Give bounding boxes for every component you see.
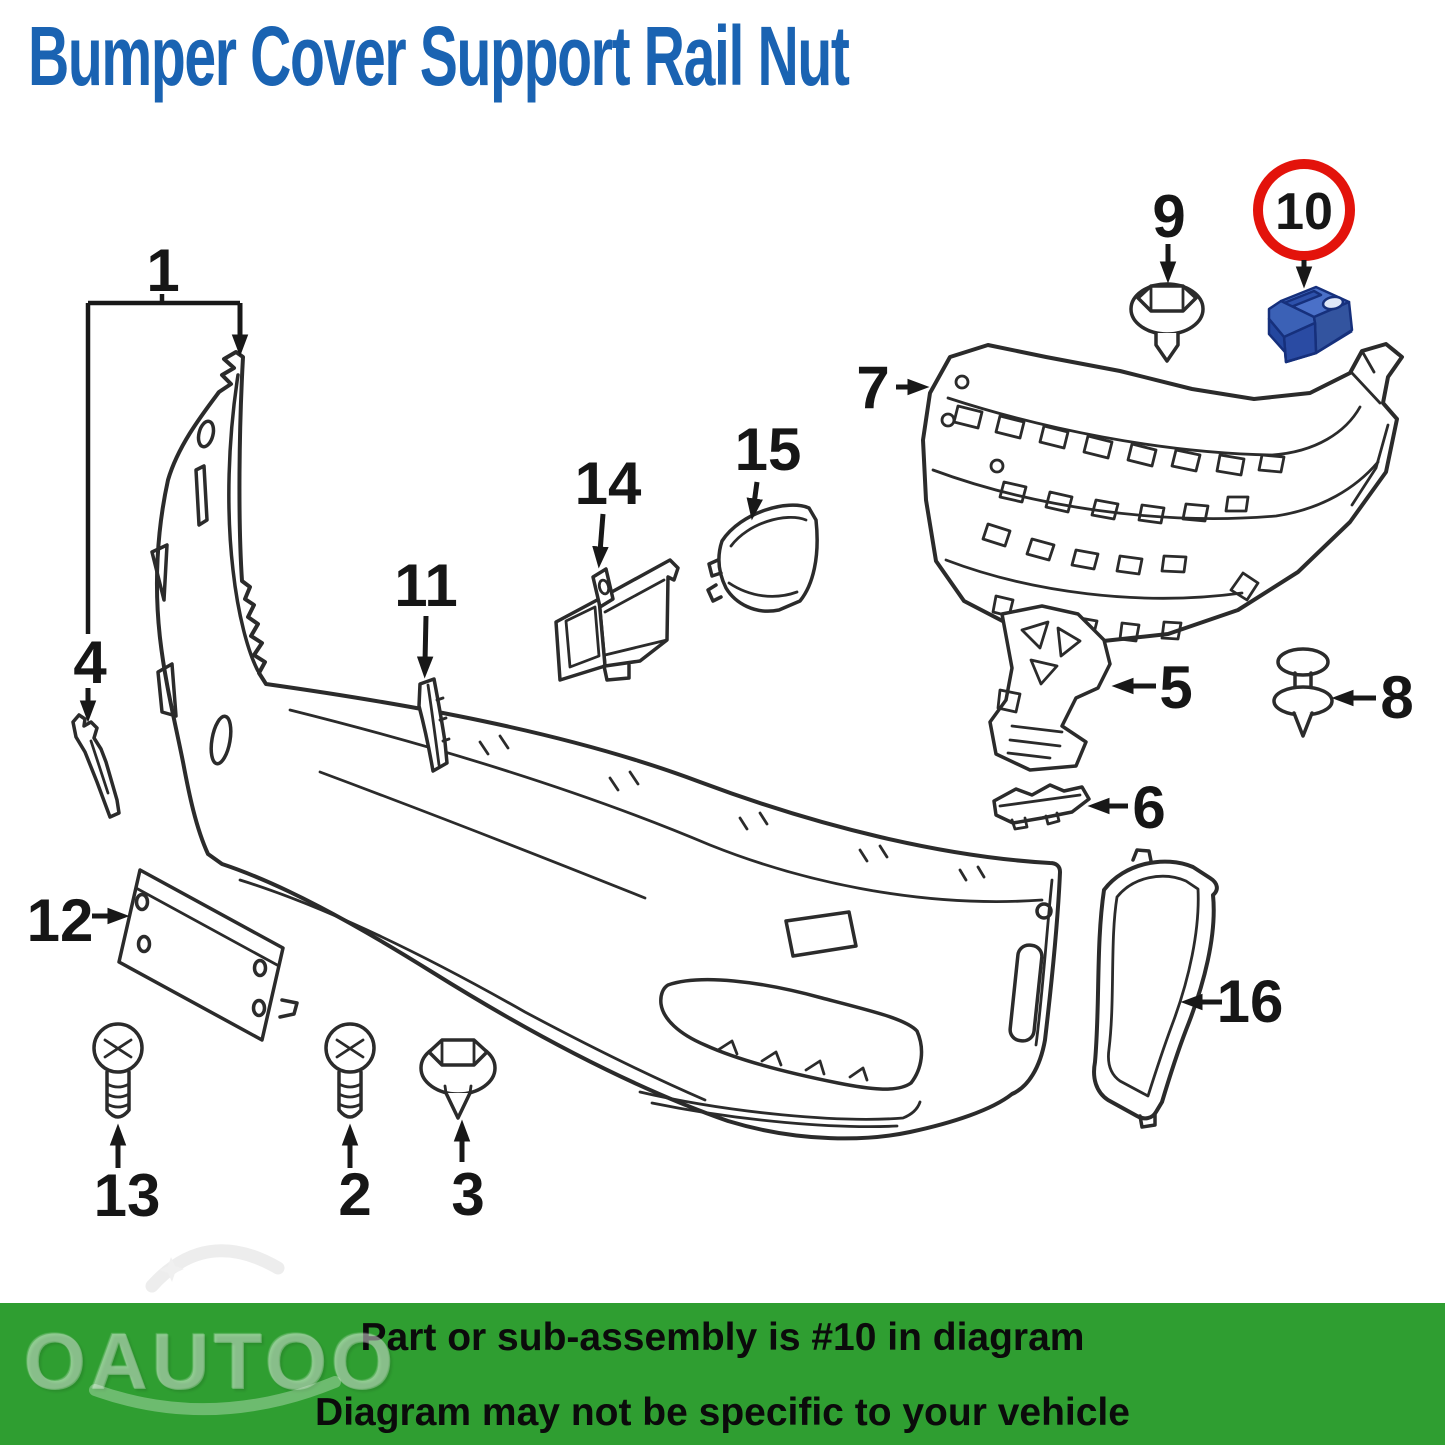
info-banner: Part or sub-assembly is #10 in diagram D…: [0, 1303, 1445, 1445]
callout-13: 13: [94, 1162, 161, 1229]
part-6-guide-strip: [992, 783, 1091, 831]
page-title: Bumper Cover Support Rail Nut: [28, 9, 850, 103]
callout-2: 2: [338, 1161, 371, 1228]
part-5-bracket: [988, 604, 1112, 772]
part-9-bolt: [1129, 282, 1205, 363]
callout-16: 16: [1217, 968, 1284, 1035]
callout-4: 4: [73, 629, 107, 696]
watermark-logo: OAUTOO: [24, 1317, 398, 1406]
part-2-screw: [324, 1022, 376, 1119]
callout-15: 15: [735, 416, 802, 483]
part-13-screw: [92, 1022, 144, 1119]
banner-line-2: Diagram may not be specific to your vehi…: [315, 1390, 1130, 1434]
callout-arrows: [79, 244, 1376, 1168]
part-15-panel: [706, 503, 819, 613]
banner-line-1: Part or sub-assembly is #10 in diagram: [360, 1316, 1085, 1359]
callout-12: 12: [27, 887, 94, 954]
callout-5: 5: [1159, 654, 1192, 721]
part-1-bumper-cover: [150, 350, 1062, 1141]
part-7-support-rail: [921, 342, 1404, 644]
highlight-circle-10: [1253, 159, 1355, 261]
part-12-license-bracket: [117, 868, 299, 1042]
watermark-swoosh: [89, 1376, 341, 1416]
callout-7: 7: [856, 354, 889, 421]
callout-9: 9: [1152, 183, 1185, 250]
part-16-trim-strip: [1092, 848, 1219, 1129]
part-8-push-rivet: [1272, 647, 1334, 738]
callout-3: 3: [451, 1161, 484, 1228]
callout-11: 11: [394, 552, 457, 619]
callout-6: 6: [1132, 774, 1165, 841]
part-3-hex-screw: [419, 1038, 497, 1120]
callout-labels: 1 4 11 14 15 9 10 7 5 8 6 12 13 2 3 16: [27, 183, 1414, 1229]
part-14-duct: [554, 558, 680, 682]
part-4-bracket: [71, 713, 121, 819]
watermark-ring: [145, 1244, 285, 1293]
callout-14: 14: [575, 450, 642, 517]
part-11-trim-sliver: [417, 677, 451, 773]
callout-10: 10: [1275, 183, 1333, 241]
callout-1: 1: [146, 237, 179, 304]
callout-8: 8: [1380, 664, 1413, 731]
part-10-rail-nut-highlighted: [1267, 285, 1354, 364]
